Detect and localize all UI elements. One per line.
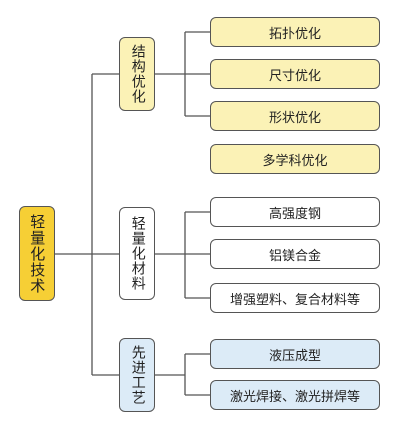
leaf-hydroforming: 液压成型 [210,339,380,369]
leaf-reinforced-plastics-composites: 增强塑料、复合材料等 [210,283,380,313]
leaf-multidisciplinary-optimization: 多学科优化 [210,144,380,174]
category-advanced-process: 先进工艺 [119,338,155,412]
leaf-shape-optimization: 形状优化 [210,101,380,131]
leaf-aluminum-magnesium-alloy: 铝镁合金 [210,239,380,269]
root-node: 轻量化技术 [19,206,55,301]
leaf-size-optimization: 尺寸优化 [210,59,380,89]
category-structure-optimization: 结构优化 [119,37,155,111]
leaf-high-strength-steel: 高强度钢 [210,197,380,227]
leaf-topology-optimization: 拓扑优化 [210,17,380,47]
leaf-laser-welding: 激光焊接、激光拼焊等 [210,380,380,410]
category-lightweight-materials: 轻量化材料 [119,207,155,300]
